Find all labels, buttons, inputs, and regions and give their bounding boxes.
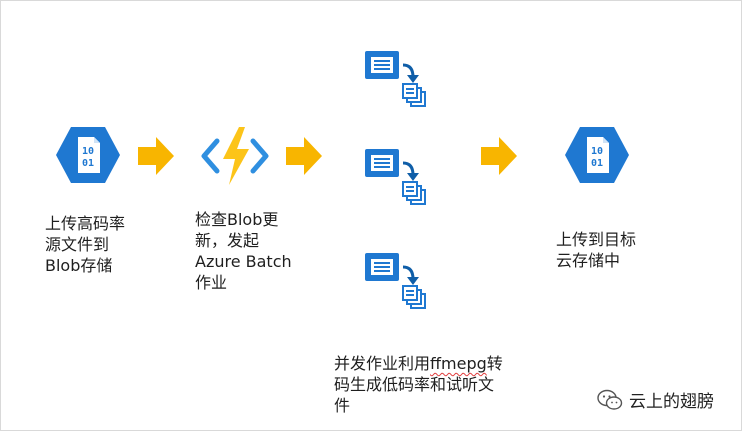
wechat-icon [597, 389, 623, 410]
batch-task-icon-2 [365, 149, 426, 205]
watermark: 云上的翅膀 [597, 387, 714, 412]
label-upload-target: 上传到目标 云存储中 [556, 230, 637, 270]
blob-glyph-line1: 10 [591, 146, 603, 157]
label-parallel-transcode: 并发作业利用ffmepg转 码生成低码率和试听文 件 [334, 353, 534, 416]
label-parallel-line2: 码生成低码率和试听文 [334, 375, 495, 394]
blob-storage-target-icon: 10 01 [565, 127, 629, 183]
blob-glyph-line1: 10 [82, 146, 94, 157]
flow-arrow-3-icon [481, 137, 517, 175]
label-parallel-ffmepg: ffmepg [430, 354, 487, 373]
batch-task-icon-1 [365, 51, 426, 107]
watermark-text: 云上的翅膀 [629, 392, 714, 412]
blob-storage-source-icon: 10 01 [56, 127, 120, 183]
label-check-blob: 检查Blob更 新，发起 Azure Batch 作业 [195, 210, 292, 292]
label-parallel-line3: 件 [334, 396, 351, 415]
label-parallel-line1-a: 并发作业利用 [334, 354, 431, 373]
flow-arrow-2-icon [286, 137, 322, 175]
label-parallel-line1-b: 转 [486, 354, 503, 373]
blob-glyph-line2: 01 [591, 158, 603, 169]
batch-task-icon-3 [365, 253, 426, 309]
azure-function-icon [201, 127, 269, 185]
flow-arrow-1-icon [138, 137, 174, 175]
blob-glyph-line2: 01 [82, 158, 94, 169]
label-upload-source: 上传高码率 源文件到 Blob存储 [45, 214, 126, 275]
